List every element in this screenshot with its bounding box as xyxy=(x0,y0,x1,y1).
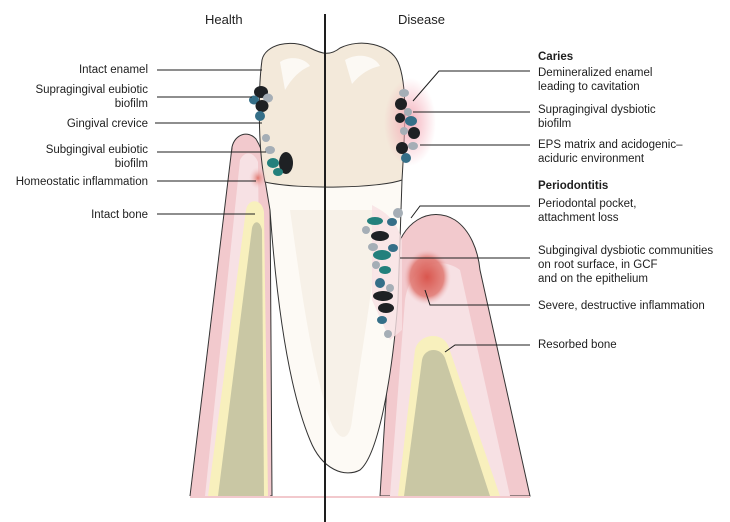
leader-resorbed xyxy=(444,344,530,353)
label-severe-inflammation: Severe, destructive inflammation xyxy=(538,300,705,312)
label-subgingival-eubiotic: Subgingival eubiotic xyxy=(45,144,148,156)
label-demineralized: Demineralized enamel xyxy=(538,67,653,79)
title-caries: Caries xyxy=(538,51,574,63)
bacterium xyxy=(263,93,273,103)
label-intact-enamel: Intact enamel xyxy=(78,64,148,76)
bacterium xyxy=(267,158,279,168)
bacterium xyxy=(395,98,407,110)
bacterium xyxy=(362,226,370,234)
bacterium xyxy=(405,116,417,126)
label-subgingival-dysbiotic: Subgingival dysbiotic communities xyxy=(538,245,714,257)
bacterium xyxy=(404,108,412,116)
bacterium xyxy=(255,100,269,112)
label-supragingival-eubiotic-2: biofilm xyxy=(114,98,148,110)
bacterium xyxy=(399,89,409,97)
bacterium xyxy=(395,113,405,123)
bacterium xyxy=(279,152,293,174)
bacterium xyxy=(265,146,275,154)
leader-pocket xyxy=(410,205,530,219)
bacterium xyxy=(262,134,270,142)
label-supragingival-eubiotic: Supragingival eubiotic xyxy=(35,84,148,96)
label-eps: EPS matrix and acidogenic– xyxy=(538,139,683,151)
supragingival-eubiotic-biofilm xyxy=(249,86,273,121)
bacterium xyxy=(384,330,392,338)
bacterium xyxy=(371,231,389,241)
crown-highlight-2 xyxy=(345,55,380,84)
header-health: Health xyxy=(205,12,243,27)
bacterium xyxy=(372,261,380,269)
bottom-strip xyxy=(190,496,530,498)
bacterium xyxy=(373,250,391,260)
bacterium xyxy=(386,284,394,292)
bacterium xyxy=(400,127,408,135)
label-subgingival-dysbiotic-2: on root surface, in GCF xyxy=(538,259,658,271)
bacterium xyxy=(387,218,397,226)
bacterium xyxy=(377,316,387,324)
label-pocket: Periodontal pocket, xyxy=(538,198,637,210)
leader-severe xyxy=(424,289,530,306)
label-supragingival-dysbiotic-2: biofilm xyxy=(538,118,572,130)
bacterium xyxy=(367,217,383,225)
supragingival-dysbiotic-biofilm xyxy=(395,89,420,163)
label-demineralized-2: leading to cavitation xyxy=(538,81,640,93)
bacterium xyxy=(393,208,403,218)
label-homeostatic-inflammation: Homeostatic inflammation xyxy=(15,176,148,188)
bacterium xyxy=(368,243,378,251)
tooth-pulp xyxy=(290,210,380,437)
left-leader-lines xyxy=(155,69,266,215)
label-eps-2: aciduric environment xyxy=(538,153,645,165)
right-leader-lines xyxy=(400,70,530,353)
leader-demineralized xyxy=(412,70,530,102)
bacterium xyxy=(408,142,418,150)
subgingival-dysbiotic-communities xyxy=(362,208,403,338)
bacterium xyxy=(379,266,391,274)
severe-inflammation-spot xyxy=(403,249,451,305)
bacterium xyxy=(378,303,394,313)
left-bone xyxy=(218,222,264,496)
bacterium xyxy=(255,111,265,121)
bacterium xyxy=(401,153,411,163)
bacterium xyxy=(388,244,398,252)
bacterium xyxy=(375,278,385,288)
label-resorbed-bone: Resorbed bone xyxy=(538,339,617,351)
label-pocket-2: attachment loss xyxy=(538,212,619,224)
bacterium xyxy=(273,168,283,176)
bacterium xyxy=(249,95,259,105)
homeostatic-inflammation-spot xyxy=(249,167,267,189)
bacterium xyxy=(408,127,420,139)
label-subgingival-dysbiotic-3: and on the epithelium xyxy=(538,273,648,285)
label-supragingival-dysbiotic: Supragingival dysbiotic xyxy=(538,104,656,116)
crown-highlight xyxy=(280,58,310,90)
title-periodontitis: Periodontitis xyxy=(538,180,609,192)
label-gingival-crevice: Gingival crevice xyxy=(66,118,148,130)
right-bone xyxy=(404,349,490,496)
header-disease: Disease xyxy=(398,12,445,27)
label-subgingival-eubiotic-2: biofilm xyxy=(114,158,148,170)
subgingival-eubiotic-biofilm xyxy=(262,134,293,176)
bacterium xyxy=(373,291,393,301)
bacterium xyxy=(396,142,408,154)
left-gum-base-outline xyxy=(189,146,233,497)
label-intact-bone: Intact bone xyxy=(91,209,148,221)
